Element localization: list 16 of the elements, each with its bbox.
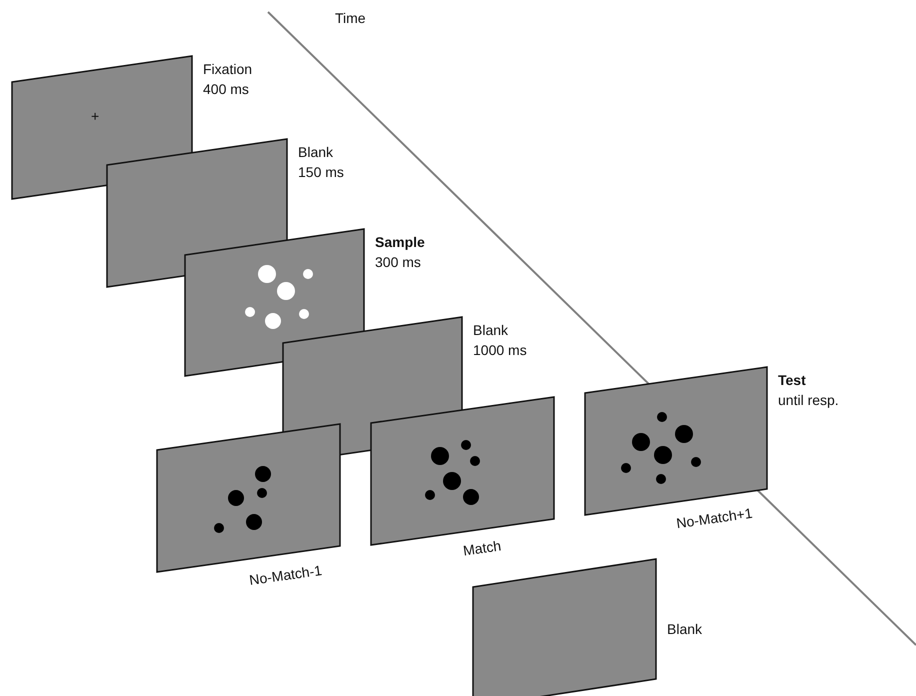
phase-label: Blank xyxy=(473,322,508,339)
condition-label: No-Match-1 xyxy=(248,562,322,588)
duration-label: until resp. xyxy=(778,392,839,409)
duration-label: 1000 ms xyxy=(473,342,527,359)
phase-label: Sample xyxy=(375,234,425,251)
fixation-cross: + xyxy=(91,108,100,125)
phase-label: Fixation xyxy=(203,61,252,78)
phase-label: Test xyxy=(778,372,806,389)
duration-label: 300 ms xyxy=(375,254,421,271)
phase-label: Blank xyxy=(298,144,334,161)
duration-label: 150 ms xyxy=(298,164,344,181)
phase-label: Blank xyxy=(667,621,702,638)
condition-label: Match xyxy=(462,537,502,559)
axis-label: Time xyxy=(335,10,366,27)
duration-label: 400 ms xyxy=(203,81,249,98)
condition-label: No-Match+1 xyxy=(675,504,754,532)
